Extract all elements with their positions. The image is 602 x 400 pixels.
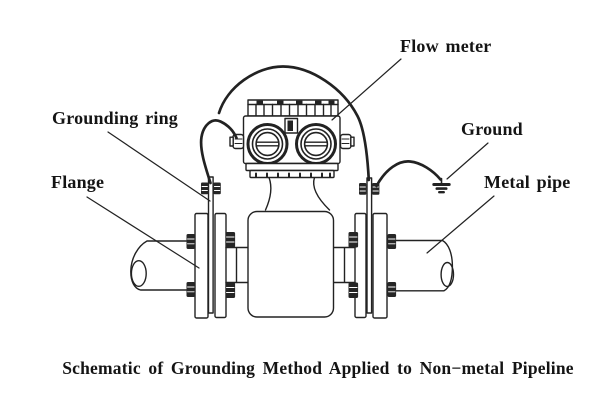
flow-meter-head bbox=[229, 99, 355, 179]
display-window-right bbox=[295, 123, 337, 165]
right-meter-flange bbox=[354, 212, 367, 319]
label-grounding-ring: Grounding ring bbox=[52, 108, 179, 128]
leader-lines bbox=[86, 58, 495, 269]
head-ribbed-cap bbox=[247, 99, 339, 117]
leader-flange bbox=[86, 196, 200, 269]
left-pipe-flange bbox=[194, 212, 209, 319]
earth-ground-icon bbox=[432, 177, 451, 194]
left-meter-flange bbox=[214, 212, 227, 319]
grounding-cable-top bbox=[217, 65, 371, 182]
leader-ground bbox=[446, 142, 489, 180]
grounding-cables bbox=[199, 65, 442, 188]
left-pipe bbox=[130, 240, 198, 291]
display-window-left bbox=[246, 123, 289, 165]
cable-gland-right bbox=[339, 133, 355, 150]
left-flange-assembly bbox=[194, 212, 249, 319]
right-grounding-ring bbox=[366, 177, 373, 314]
flow-meter-body bbox=[247, 176, 335, 318]
figure-caption: Schematic of Grounding Method Applied to… bbox=[62, 358, 574, 378]
leader-flow-meter bbox=[331, 58, 402, 121]
left-pipe-opening bbox=[130, 260, 147, 288]
right-pipe-flange bbox=[372, 212, 388, 319]
leader-grounding-ring bbox=[107, 131, 211, 202]
head-center-port bbox=[284, 117, 299, 134]
right-pipe bbox=[385, 239, 455, 292]
label-ground: Ground bbox=[461, 119, 523, 139]
grounding-cable-right bbox=[375, 160, 442, 188]
head-base-plates bbox=[245, 162, 339, 179]
label-flange: Flange bbox=[51, 172, 105, 192]
right-pipe-opening bbox=[440, 261, 455, 288]
label-metal-pipe: Metal pipe bbox=[484, 172, 571, 192]
leader-metal-pipe bbox=[426, 195, 495, 254]
right-flange-assembly bbox=[332, 212, 388, 319]
flange-bolts bbox=[186, 182, 397, 298]
left-grounding-ring bbox=[207, 176, 214, 314]
label-flow-meter: Flow meter bbox=[400, 36, 492, 56]
grounding-cable-left bbox=[199, 119, 238, 185]
